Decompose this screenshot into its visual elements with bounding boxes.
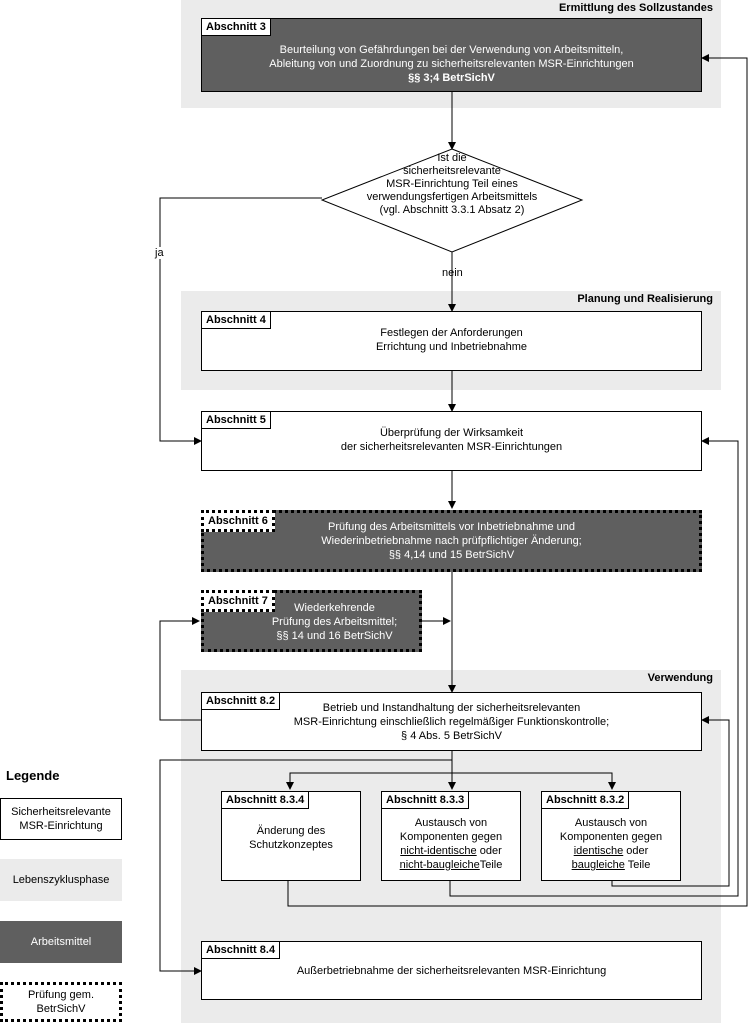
decision-diamond [320,148,584,253]
legend-phase: Lebenszyklusphase [0,859,122,901]
box-abschnitt-8-3-3: Abschnitt 8.3.3 Austausch von Komponente… [381,791,521,881]
edge-s834-s3 [287,54,748,907]
phase-title-planung: Planung und Realisierung [577,293,713,305]
edge-s833-s5 [449,437,739,897]
edge-s832-s82 [611,716,730,887]
tag-abschnitt-8-3-4: Abschnitt 8.3.4 [221,791,310,809]
box-abschnitt-3: Abschnitt 3 Beurteilung von Gefährdungen… [201,18,702,92]
phase-title-verwendung: Verwendung [647,672,713,684]
edge-split-s832 [452,772,616,790]
edge-label-ja: ja [153,247,166,259]
box-abschnitt-6: Abschnitt 6 Prüfung des Arbeitsmittels v… [201,510,702,572]
legend-title: Legende [6,768,60,783]
legend-msr: Sicherheitsrelevante MSR-Einrichtung [0,798,122,840]
tag-abschnitt-6: Abschnitt 6 [201,510,275,532]
edge-s82-s84 [159,759,452,975]
edge-s82-s7 [159,617,201,721]
tag-abschnitt-8-3-3: Abschnitt 8.3.3 [381,791,470,809]
box-abschnitt-5: Abschnitt 5 Überprüfung der Wirksamkeit … [201,411,702,471]
tag-abschnitt-5: Abschnitt 5 [201,411,271,429]
decision-text: Ist die sicherheitsrelevante MSR-Einrich… [366,152,538,216]
phase-title-soll: Ermittlung des Sollzustandes [558,2,713,14]
legend-pruefung: Prüfung gem. BetrSichV [0,982,122,1022]
edge-label-nein: nein [442,267,463,279]
tag-abschnitt-8-2: Abschnitt 8.2 [201,692,281,710]
box-abschnitt-8-4: Abschnitt 8.4 Außerbetriebnahme der sich… [201,941,702,1000]
box-abschnitt-8-3-4: Abschnitt 8.3.4 Änderung des Schutzkonze… [221,791,361,881]
box-abschnitt-4: Abschnitt 4 Festlegen der Anforderungen … [201,311,702,371]
box-abschnitt-8-3-2: Abschnitt 8.3.2 Austausch von Komponente… [541,791,681,881]
edge-split-s834 [286,772,452,790]
tag-abschnitt-7: Abschnitt 7 [201,590,275,612]
tag-abschnitt-3: Abschnitt 3 [201,18,271,36]
tag-abschnitt-8-4: Abschnitt 8.4 [201,941,281,959]
tag-abschnitt-4: Abschnitt 4 [201,311,271,329]
tag-abschnitt-8-3-2: Abschnitt 8.3.2 [541,791,630,809]
box-abschnitt-7: Abschnitt 7 Wiederkehrende Prüfung des A… [201,590,422,652]
edge-decision-s5-ja [159,197,322,445]
legend-arbeitsmittel: Arbeitsmittel [0,921,122,963]
box-abschnitt-8-2: Abschnitt 8.2 Betrieb und Instandhaltung… [201,692,702,751]
